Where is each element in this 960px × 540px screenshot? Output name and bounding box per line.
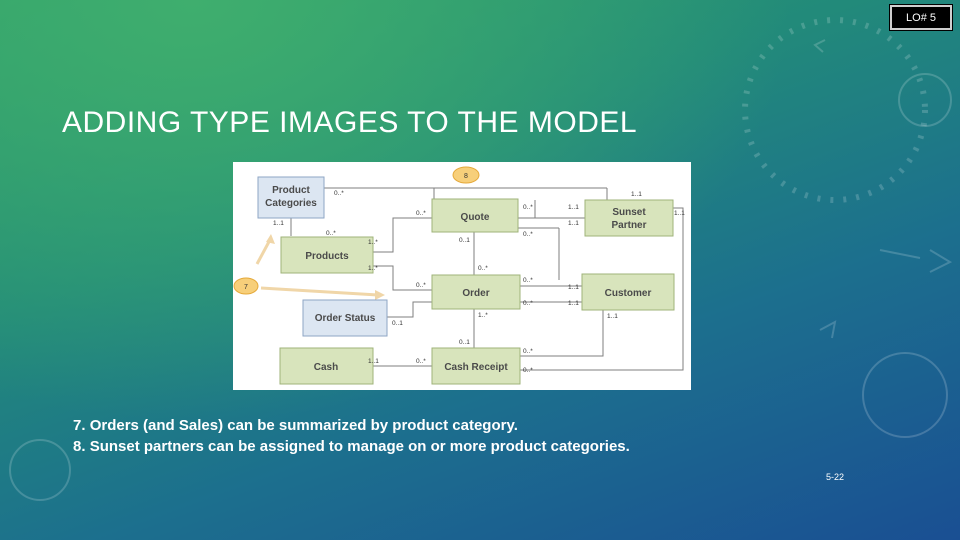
entity-quote-label: Quote: [461, 212, 490, 223]
notes-list: 7. Orders (and Sales) can be summarized …: [73, 415, 630, 457]
mult-label: 0..*: [523, 367, 533, 374]
mult-label: 0..*: [416, 282, 426, 289]
mult-label: 0..*: [416, 358, 426, 365]
entity-order-label: Order: [462, 288, 489, 299]
mult-label: 1..1: [674, 210, 685, 217]
line-prod-order: [373, 265, 432, 291]
entity-product-categories-line1: Product: [272, 185, 310, 196]
line-cr-sp: [520, 207, 684, 371]
entity-sunset-partner: [584, 199, 674, 237]
mult-label: 0..*: [326, 230, 336, 237]
entity-products-label: Products: [305, 251, 349, 262]
mult-label: 0..1: [459, 339, 470, 346]
mult-label: 0..*: [478, 265, 488, 272]
mult-label: 0..1: [392, 320, 403, 327]
mult-label: 1..1: [568, 220, 579, 227]
mult-label: 1..*: [368, 265, 378, 272]
mult-label: 0..*: [523, 231, 533, 238]
entity-customer-label: Customer: [605, 288, 652, 299]
mult-label: 1..1: [568, 284, 579, 291]
slide-title: ADDING TYPE IMAGES TO THE MODEL: [62, 106, 638, 140]
entity-sunset-partner-line2: Partner: [611, 220, 646, 231]
callout-8: [452, 166, 480, 184]
entity-order-status: [302, 299, 388, 337]
mult-label: 0..*: [523, 277, 533, 284]
entity-sunset-partner-line1: Sunset: [612, 207, 646, 218]
mult-label: 1..1: [631, 191, 642, 198]
callout-8-label: 8: [464, 173, 468, 180]
entity-quote: [431, 198, 519, 233]
line-os-order: [387, 301, 432, 318]
entity-cash-receipt-label: Cash Receipt: [444, 362, 508, 373]
entity-order-status-label: Order Status: [315, 313, 376, 324]
mult-label: 1..1: [568, 204, 579, 211]
note-text: Sunset partners can be assigned to manag…: [89, 438, 630, 455]
entity-product-categories: [257, 176, 325, 219]
line-prod-quote: [373, 217, 432, 253]
entity-cash-receipt: [431, 347, 521, 385]
mult-label: 0..*: [523, 204, 533, 211]
page-number: 5-22: [826, 472, 845, 482]
callout-arrows: [255, 234, 385, 300]
note-number: 7.: [73, 417, 86, 434]
entity-customer: [581, 273, 675, 311]
note-number: 8.: [73, 438, 86, 455]
mult-label: 0..*: [523, 300, 533, 307]
multiplicity-labels: 0..* 1..1 1..1 0..* 0..* 1..1 1..1 1..1 …: [273, 190, 685, 374]
entity-products: [280, 236, 374, 274]
class-diagram: Product Categories Quote Sunset Partner …: [233, 162, 691, 390]
mult-label: 1..1: [368, 358, 379, 365]
line-cr-cust: [520, 309, 604, 357]
entity-cash-label: Cash: [314, 362, 338, 373]
callout-7: [233, 277, 259, 295]
mult-label: 1..1: [607, 313, 618, 320]
entity-product-categories-line2: Categories: [265, 198, 317, 209]
entity-order: [431, 274, 521, 310]
mult-label: 1..1: [568, 300, 579, 307]
mult-label: 0..*: [334, 190, 344, 197]
note-item: 8. Sunset partners can be assigned to ma…: [73, 436, 630, 457]
connector-lines: [290, 187, 684, 371]
note-text: Orders (and Sales) can be summarized by …: [89, 417, 518, 434]
mult-label: 0..*: [523, 348, 533, 355]
callout-7-label: 7: [244, 284, 248, 291]
note-item: 7. Orders (and Sales) can be summarized …: [73, 415, 630, 436]
lo-badge: LO# 5: [889, 4, 953, 31]
mult-label: 0..1: [459, 237, 470, 244]
mult-label: 1..1: [273, 220, 284, 227]
mult-label: 0..*: [416, 210, 426, 217]
mult-label: 1..*: [478, 312, 488, 319]
mult-label: 1..*: [368, 239, 378, 246]
entity-cash: [279, 347, 374, 385]
